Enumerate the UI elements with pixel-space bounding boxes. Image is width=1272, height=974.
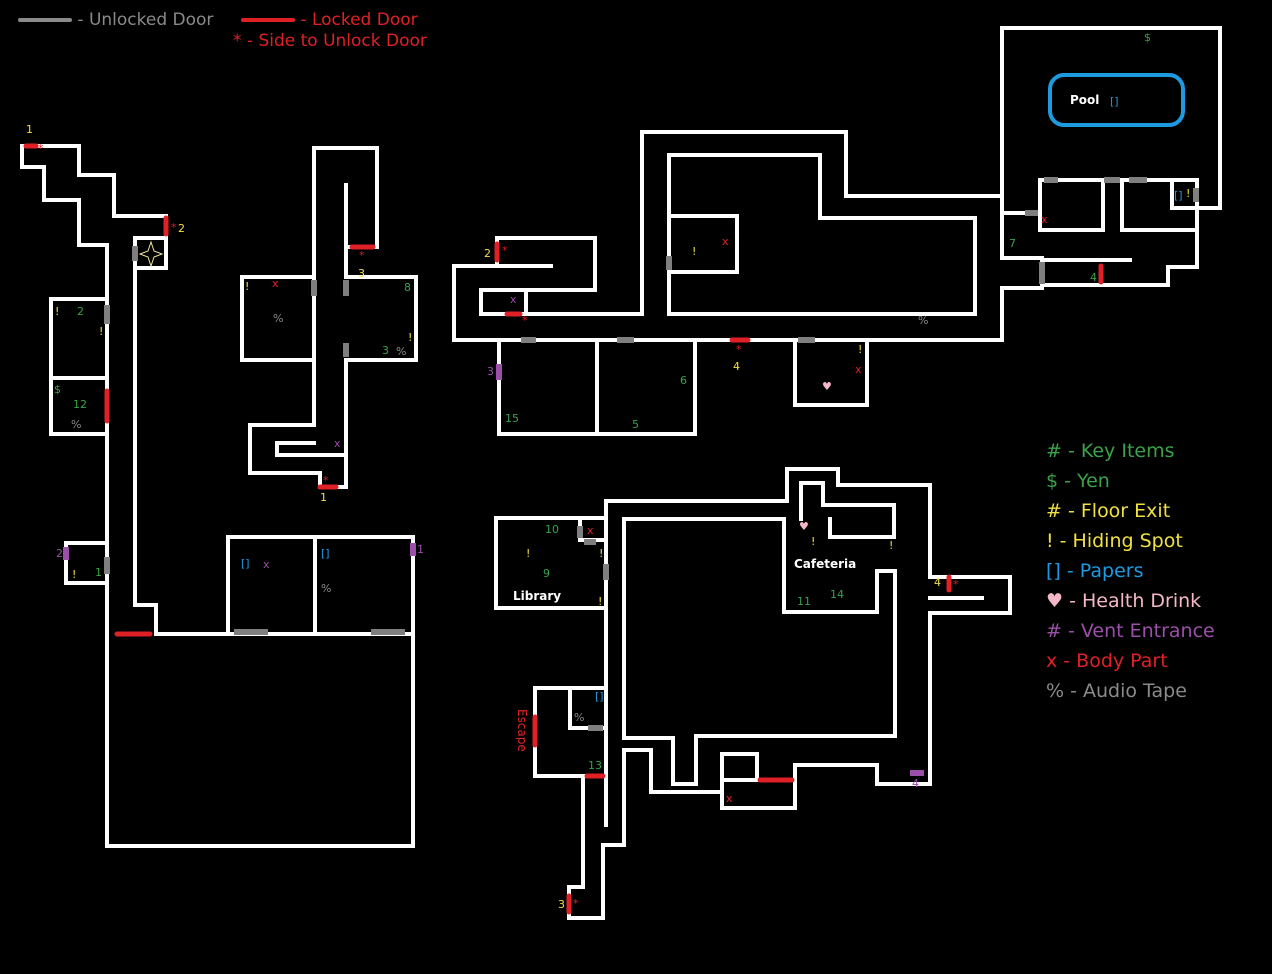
hiding-spot-marker: !: [811, 535, 815, 548]
unlock-side-marker: *: [502, 244, 508, 257]
papers-marker: []: [1110, 95, 1119, 108]
unlock-side-marker: *: [359, 249, 365, 262]
hiding-spot-marker: !: [526, 547, 530, 560]
audio-tape-marker: %: [321, 582, 331, 595]
locked-door-swatch: [241, 18, 295, 22]
markers: 1 * * 2 * 3 ! 2 ! $ 12 % ! x % 8 ! 3 % x…: [26, 31, 1190, 911]
legend-item: x - Body Part: [1046, 650, 1168, 672]
floor-exit-marker: 4: [733, 360, 740, 373]
legend-locked-door: - Locked Door: [241, 10, 418, 30]
floor-exit-marker: 1: [320, 491, 327, 504]
key-item-marker: 14: [830, 588, 844, 601]
papers-marker: []: [241, 557, 250, 570]
vent-body-part-marker: x: [510, 293, 517, 306]
hiding-spot-marker: !: [1186, 187, 1190, 200]
papers-marker: []: [1174, 189, 1183, 202]
room-label-cafeteria: Cafeteria: [794, 557, 856, 571]
papers-marker: []: [321, 547, 330, 560]
doors: [23, 143, 1199, 915]
hiding-spot-marker: !: [72, 568, 76, 581]
legend-item: ! - Hiding Spot: [1046, 530, 1183, 552]
key-item-marker: 3: [382, 344, 389, 357]
legend-item: $ - Yen: [1046, 470, 1110, 492]
health-drink-marker: ♥: [822, 380, 832, 393]
audio-tape-marker: %: [273, 312, 283, 325]
unlock-side-marker: *: [323, 474, 329, 487]
key-item-marker: 5: [632, 418, 639, 431]
papers-marker: []: [595, 690, 604, 703]
legend-item: ♥ - Health Drink: [1046, 590, 1202, 612]
legend-item: # - Vent Entrance: [1046, 620, 1215, 642]
legend-unlocked-door: - Unlocked Door: [18, 10, 213, 30]
hiding-spot-marker: !: [99, 325, 103, 338]
room-label-escape: Escape: [515, 709, 529, 752]
vent-entrance-marker: 1: [417, 543, 424, 556]
hiding-spot-marker: !: [55, 305, 59, 318]
hiding-spot-marker: !: [598, 595, 602, 608]
floor-exit-marker: 3: [358, 267, 365, 280]
vent-entrance-marker: 4: [912, 777, 919, 790]
audio-tape-marker: %: [396, 345, 406, 358]
key-item-marker: 10: [545, 523, 559, 536]
unlock-side-marker: *: [736, 343, 742, 356]
body-part-marker: x: [1041, 213, 1048, 226]
key-item-marker: 11: [797, 595, 811, 608]
body-part-marker: x: [855, 363, 862, 376]
hiding-spot-marker: !: [858, 343, 862, 356]
unlock-side-marker: *: [38, 142, 44, 155]
key-item-marker: 1: [95, 566, 102, 579]
key-item-marker: 6: [680, 374, 687, 387]
vent-entrance-marker: 3: [487, 365, 494, 378]
legend-item: [] - Papers: [1046, 560, 1144, 582]
room-label-library: Library: [513, 589, 561, 603]
unlock-side-marker: *: [953, 578, 959, 591]
unlocked-door-swatch: [18, 18, 72, 22]
walls: [20, 26, 1222, 920]
floor-exit-marker: 1: [26, 123, 33, 136]
yen-marker: $: [1144, 31, 1151, 44]
body-part-marker: x: [587, 524, 594, 537]
unlock-side-marker: *: [573, 897, 579, 910]
hiding-spot-marker: !: [408, 331, 412, 344]
key-item-marker: 12: [73, 398, 87, 411]
audio-tape-marker: %: [918, 314, 928, 327]
legend-item: # - Key Items: [1046, 440, 1175, 462]
start-star-icon: [138, 240, 164, 268]
pool: [1048, 73, 1185, 127]
body-part-marker: x: [272, 277, 279, 290]
legend-item: # - Floor Exit: [1046, 500, 1171, 522]
key-item-marker: 8: [404, 281, 411, 294]
vent-body-part-marker: x: [263, 558, 270, 571]
unlock-side-marker: *: [171, 221, 177, 234]
legend-label: - Locked Door: [300, 10, 418, 30]
key-item-marker: 4: [1090, 271, 1097, 284]
key-item-marker: 2: [77, 305, 84, 318]
vent-entrance-marker: 2: [56, 547, 63, 560]
hiding-spot-marker: !: [889, 539, 893, 552]
hiding-spot-marker: !: [245, 280, 249, 293]
room-labels: Pool Library Cafeteria Escape: [513, 93, 1099, 752]
body-part-marker: x: [726, 792, 733, 805]
floor-exit-marker: 2: [178, 222, 185, 235]
legend-label: - Unlocked Door: [77, 10, 214, 30]
legend-item: % - Audio Tape: [1046, 680, 1187, 702]
audio-tape-marker: %: [574, 711, 584, 724]
floor-exit-marker: 2: [484, 247, 491, 260]
floor-exit-marker: 3: [558, 898, 565, 911]
hiding-spot-marker: !: [599, 547, 603, 560]
audio-tape-marker: %: [71, 418, 81, 431]
key-item-marker: 7: [1009, 237, 1016, 250]
key-item-marker: 9: [543, 567, 550, 580]
vent-body-part-marker: x: [334, 437, 341, 450]
key-item-marker: 13: [588, 759, 602, 772]
room-label-pool: Pool: [1070, 93, 1099, 107]
body-part-marker: x: [722, 235, 729, 248]
yen-marker: $: [54, 383, 61, 396]
key-item-marker: 15: [505, 412, 519, 425]
unlock-side-marker: *: [522, 314, 528, 327]
health-drink-marker: ♥: [799, 520, 809, 533]
hiding-spot-marker: !: [692, 245, 696, 258]
legend-side-to-unlock: * - Side to Unlock Door: [233, 31, 427, 51]
floor-exit-marker: 4: [934, 576, 941, 589]
